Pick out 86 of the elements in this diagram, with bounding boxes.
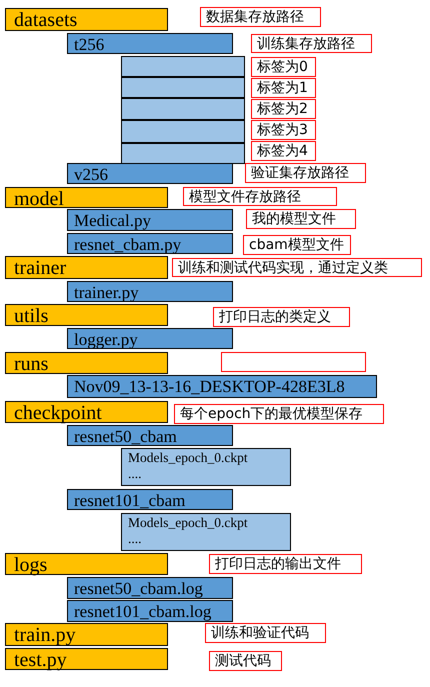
note-text: 训练集存放路径 — [257, 37, 355, 51]
note-text: 标签为2 — [257, 102, 308, 116]
folder-name: resnet101_cbam — [74, 492, 186, 509]
folder-name: utils — [14, 306, 48, 326]
file-name: Models_epoch_0.ckpt — [128, 450, 249, 466]
note-box — [251, 99, 316, 119]
subfolder-box — [121, 120, 245, 143]
note-box — [209, 554, 362, 574]
note-text: 模型文件存放路径 — [189, 190, 301, 204]
note-box — [246, 209, 356, 229]
folder-box — [67, 600, 233, 622]
note-text: cbam模型文件 — [249, 238, 344, 252]
folder-name: trainer.py — [74, 284, 139, 301]
folder-name: resnet101_cbam.log — [74, 603, 212, 620]
note-text: 测试代码 — [215, 654, 271, 668]
folder-name: v256 — [74, 166, 108, 183]
folder-name: t256 — [74, 36, 104, 53]
folder-box — [5, 187, 168, 208]
folder-box — [67, 233, 233, 254]
folder-box — [67, 33, 233, 54]
folder-box — [67, 375, 377, 398]
subfolder-box — [121, 143, 245, 164]
folder-name: logs — [14, 555, 48, 575]
folder-name: train.py — [14, 625, 76, 645]
folder-box — [5, 256, 168, 279]
subfolder-box — [121, 56, 245, 77]
folder-box — [5, 304, 168, 326]
folder-box — [5, 553, 168, 575]
folder-box — [67, 281, 233, 302]
note-text: 标签为3 — [257, 123, 308, 137]
folder-box — [5, 8, 168, 31]
note-text: 标签为0 — [257, 60, 308, 74]
note-box — [243, 235, 351, 255]
folder-box — [67, 163, 233, 184]
file-name: Models_epoch_0.ckpt — [128, 515, 249, 532]
note-box — [213, 307, 350, 327]
folder-name: runs — [14, 354, 48, 374]
note-box — [172, 258, 422, 277]
note-text: 标签为4 — [257, 144, 308, 158]
folder-name: trainer — [14, 258, 66, 278]
note-text: 我的模型文件 — [252, 212, 336, 226]
note-box — [251, 34, 372, 53]
note-box — [221, 352, 366, 372]
note-text: 验证集存放路径 — [251, 166, 349, 180]
folder-name: logger.py — [74, 331, 138, 348]
note-text: 数据集存放路径 — [206, 10, 304, 24]
subfolder-box — [121, 98, 245, 120]
subfolder-box — [121, 448, 291, 486]
note-text: 打印日志的输出文件 — [215, 557, 341, 571]
note-box — [200, 7, 321, 27]
folder-box — [67, 425, 233, 446]
folder-box — [5, 623, 168, 646]
note-box — [174, 404, 384, 424]
folder-name: Nov09_13-13-16_DESKTOP-428E3L8 — [74, 378, 345, 395]
note-box — [251, 78, 316, 98]
note-box — [251, 120, 316, 140]
note-text: 每个epoch下的最优模型保存 — [180, 407, 363, 421]
note-text: 训练和验证代码 — [211, 626, 309, 640]
folder-box — [67, 489, 233, 510]
folder-name: model — [14, 189, 64, 209]
note-box — [183, 187, 337, 206]
subfolder-box — [121, 513, 291, 551]
folder-name: datasets — [14, 10, 78, 30]
ellipsis-text: .... — [128, 466, 142, 482]
folder-box — [67, 328, 233, 349]
note-text: 打印日志的类定义 — [219, 310, 331, 324]
folder-name: resnet50_cbam.log — [74, 580, 203, 597]
folder-name: Medical.py — [74, 212, 151, 229]
folder-box — [5, 352, 168, 374]
note-box — [245, 163, 366, 183]
note-box — [209, 651, 282, 671]
folder-box — [67, 209, 233, 231]
note-box — [251, 141, 316, 161]
ellipsis-text: .... — [128, 531, 142, 548]
note-text: 训练和测试代码实现，通过定义类 — [178, 261, 388, 275]
folder-box — [5, 648, 168, 670]
note-box — [205, 623, 326, 643]
subfolder-box — [121, 77, 245, 98]
folder-name: resnet50_cbam — [74, 428, 177, 445]
note-box — [251, 57, 316, 77]
folder-name: resnet_cbam.py — [74, 236, 182, 253]
note-text: 标签为1 — [257, 81, 308, 95]
folder-box — [67, 577, 233, 599]
folder-name: test.py — [14, 650, 67, 670]
folder-name: checkpoint — [14, 403, 102, 423]
folder-box — [5, 401, 168, 423]
